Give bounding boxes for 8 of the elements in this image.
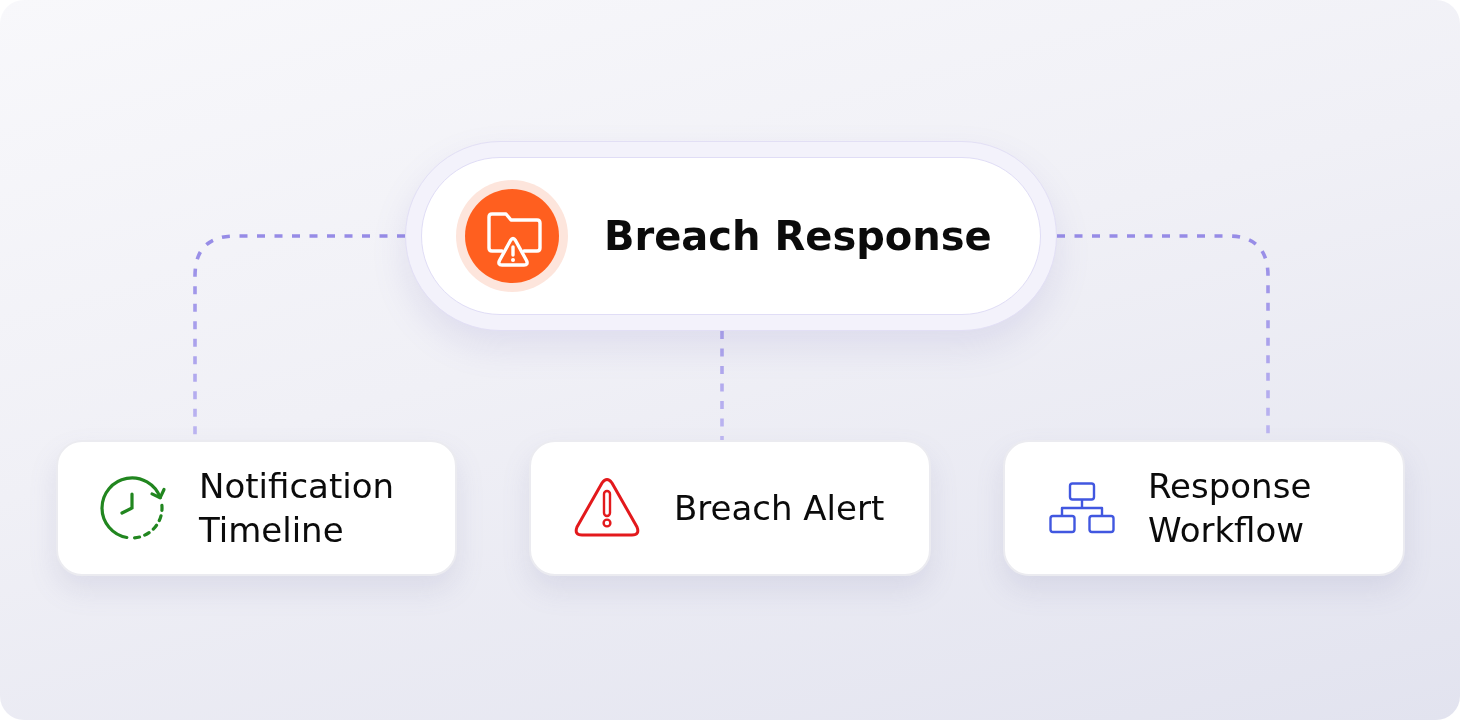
title-text: Breach Response (604, 212, 992, 260)
topic-card (56, 440, 457, 576)
card-label: Notification Timeline (199, 465, 396, 552)
card-label: Breach Alert (674, 487, 885, 530)
dashed-connector (720, 331, 724, 440)
topic-card (1003, 440, 1405, 576)
card-label: Response Workflow (1148, 465, 1313, 552)
topic-card (529, 440, 931, 576)
